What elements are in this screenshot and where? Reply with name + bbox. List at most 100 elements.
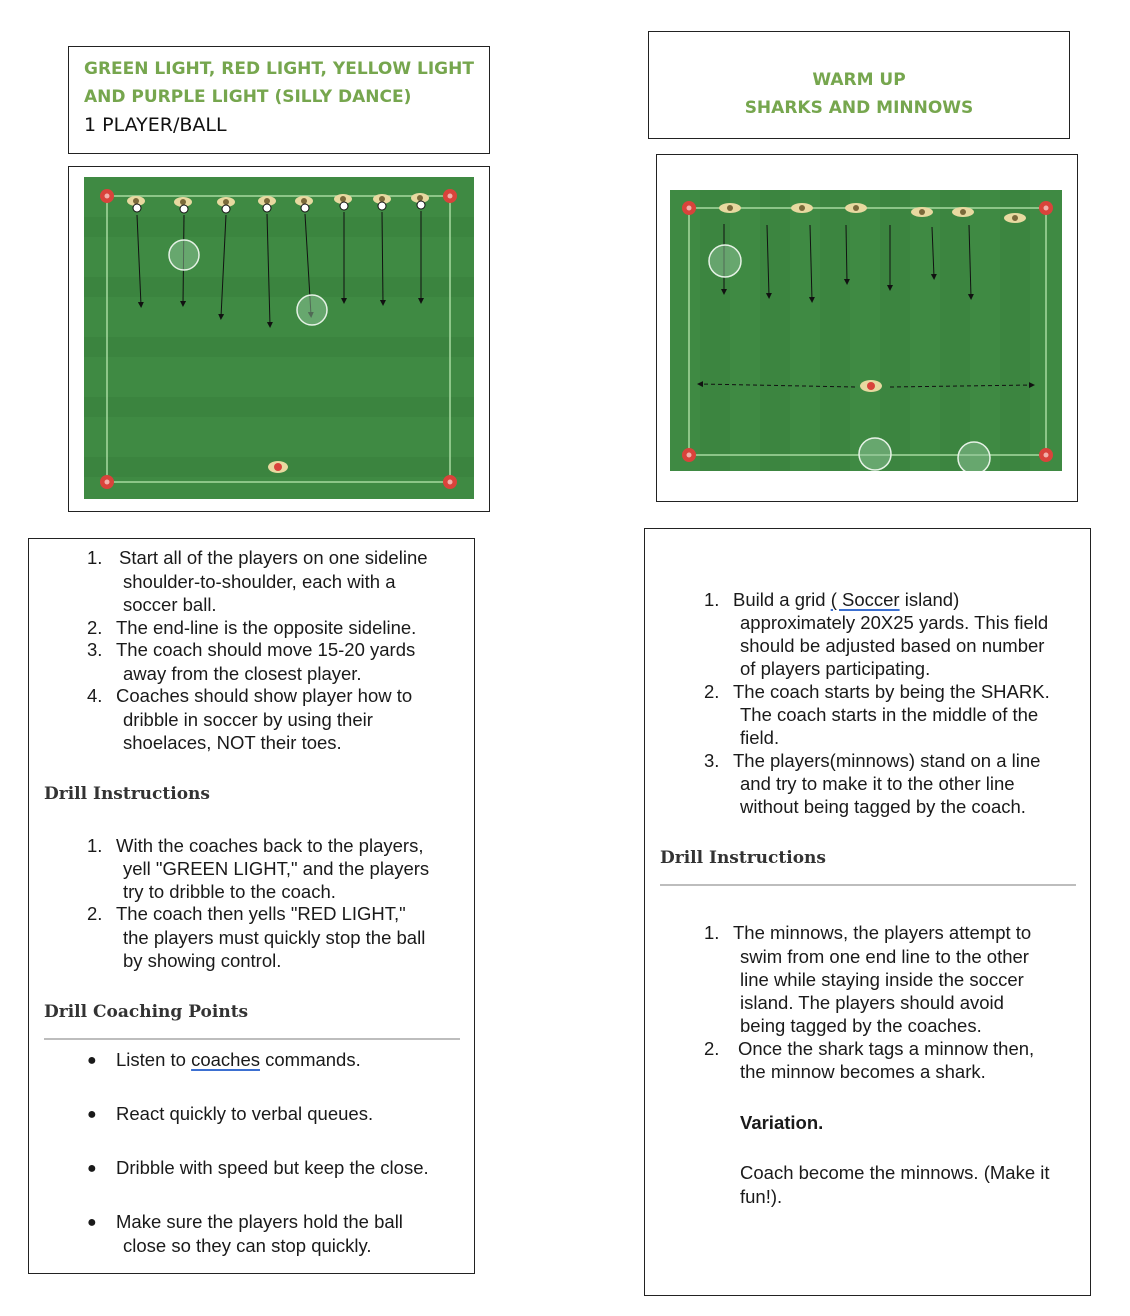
list-text: Once the shark tags a minnow then, (738, 1038, 1035, 1059)
player-icon (174, 197, 192, 214)
list-number: 3. (704, 750, 720, 771)
corner-cone-icon (443, 475, 457, 489)
left-field-diagram (84, 177, 474, 499)
list-text: The coach then yells "RED LIGHT," (116, 903, 406, 924)
player-icon (952, 207, 974, 217)
player-icon (845, 203, 867, 213)
left-title-line2: AND PURPLE LIGHT (SILLY DANCE) (84, 87, 412, 107)
section-divider (44, 1038, 460, 1040)
variation-text: Coach become the minnows. (Make it (740, 1162, 1050, 1183)
highlight-circle (858, 437, 892, 471)
list-number: 1. (87, 547, 103, 568)
list-text: away from the closest player. (123, 663, 362, 684)
list-text: The players(minnows) stand on a line (733, 750, 1041, 771)
list-text: soccer ball. (123, 594, 217, 615)
corner-cone-icon (1039, 201, 1053, 215)
left-subtitle: 1 PLAYER/BALL (84, 114, 227, 136)
player-icon (719, 203, 741, 213)
coach-icon (268, 461, 288, 473)
list-text: Build a grid ( Soccer island) (733, 588, 959, 611)
list-text: the players must quickly stop the ball (123, 927, 426, 948)
dribble-arrows (136, 211, 424, 328)
bullet-text: close so they can stop quickly. (123, 1235, 372, 1256)
player-icon (217, 197, 235, 214)
highlight-circle (957, 441, 991, 471)
player-icon (791, 203, 813, 213)
list-text: The coach starts by being the SHARK. (733, 681, 1050, 702)
list-text-part: Build a grid (733, 589, 831, 610)
bullet-text: Dribble with speed but keep the close. (116, 1157, 429, 1178)
bullet-icon: ● (87, 1052, 97, 1069)
list-number: 2. (87, 617, 103, 638)
bullet-text-part: commands. (259, 1049, 361, 1070)
list-text: by showing control. (123, 950, 282, 971)
corner-cone-icon (682, 448, 696, 462)
section-divider (660, 884, 1076, 886)
list-number: 3. (87, 639, 103, 660)
right-field-frame (656, 154, 1078, 502)
bullet-icon: ● (87, 1214, 97, 1231)
list-text: island. The players should avoid (740, 992, 1004, 1013)
section-heading: Drill Instructions (44, 784, 210, 804)
list-text: The minnows, the players attempt to (733, 922, 1032, 943)
list-text: Start all of the players on one sideline (119, 547, 428, 568)
list-text-part: island) (899, 589, 960, 610)
player-icon (1004, 213, 1026, 223)
highlight-circle (296, 294, 328, 326)
player-icon (911, 207, 933, 217)
bullet-text-part: Listen to (116, 1049, 192, 1070)
bullet-icon: ● (87, 1106, 97, 1123)
shark-coach-icon (860, 380, 882, 392)
right-title-line2: SHARKS AND MINNOWS (744, 98, 974, 118)
left-field-frame (68, 166, 490, 512)
list-number: 1. (704, 589, 720, 610)
section-heading: Drill Coaching Points (44, 1002, 249, 1022)
bullet-icon: ● (87, 1160, 97, 1177)
right-instructions-panel: 1. Build a grid ( Soccer island) approxi… (644, 528, 1091, 1296)
list-text: the minnow becomes a shark. (740, 1061, 986, 1082)
list-text: without being tagged by the coach. (740, 796, 1026, 817)
player-icon (258, 196, 276, 213)
list-number: 4. (87, 685, 103, 706)
list-text: dribble in soccer by using their (123, 709, 373, 730)
player-icon (295, 196, 313, 213)
list-number: 1. (704, 922, 720, 943)
pitch-stripes (700, 190, 1030, 471)
corner-cone-icon (100, 475, 114, 489)
variation-text: fun!). (740, 1186, 783, 1207)
right-field-diagram (670, 190, 1062, 471)
list-text: Coaches should show player how to (116, 685, 413, 706)
right-title-line1: WARM UP (812, 70, 906, 90)
list-text: The end-line is the opposite sideline. (116, 617, 417, 638)
list-number: 2. (704, 681, 720, 702)
player-icon (373, 194, 391, 211)
list-text: and try to make it to the other line (740, 773, 1015, 794)
right-title-box: WARM UP SHARKS AND MINNOWS (648, 31, 1070, 139)
section-heading: Drill Instructions (660, 848, 826, 868)
corner-cone-icon (443, 189, 457, 203)
player-icon (334, 194, 352, 211)
list-text: swim from one end line to the other (740, 946, 1029, 967)
list-text: line while staying inside the soccer (740, 969, 1024, 990)
corner-cone-icon (100, 189, 114, 203)
field-boundary (106, 195, 451, 483)
player-icon (411, 193, 429, 210)
list-text: With the coaches back to the players, (116, 835, 424, 856)
list-number: 2. (704, 1038, 720, 1059)
list-number: 2. (87, 903, 103, 924)
list-text: being tagged by the coaches. (740, 1015, 982, 1036)
list-text: should be adjusted based on number (740, 635, 1045, 656)
spellcheck-underlined-word: coaches (191, 1049, 260, 1070)
variation-heading: Variation. (740, 1112, 824, 1133)
list-text: try to dribble to the coach. (123, 881, 336, 902)
bullet-text: Listen to coaches commands. (116, 1048, 361, 1071)
list-text: shoelaces, NOT their toes. (123, 732, 342, 753)
bullet-text: Make sure the players hold the ball (116, 1211, 403, 1232)
list-text: approximately 20X25 yards. This field (740, 612, 1049, 633)
list-text: The coach should move 15-20 yards (116, 639, 416, 660)
player-icon (127, 196, 145, 213)
corner-cone-icon (682, 201, 696, 215)
corner-cone-icon (1039, 448, 1053, 462)
pitch-surface (84, 177, 474, 499)
spellcheck-underlined-word: ( Soccer (830, 589, 900, 610)
